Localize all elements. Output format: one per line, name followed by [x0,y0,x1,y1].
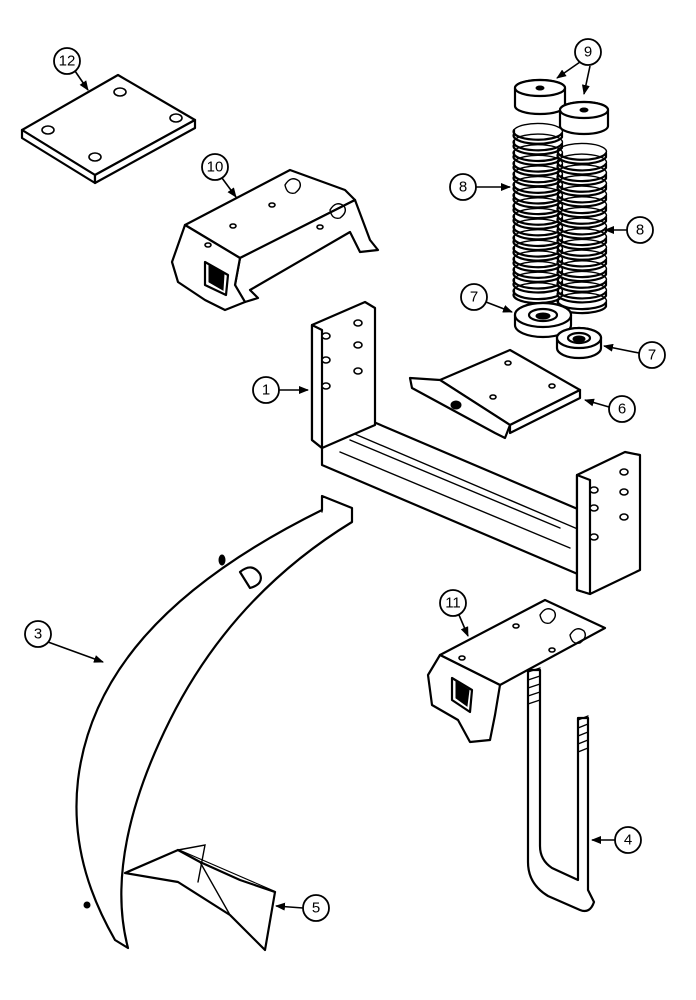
callout-label: 9 [584,44,592,61]
callout-label: 8 [459,179,467,196]
callout-7-lower: 7 [603,341,666,369]
curved-shank-part-3 [75,494,354,950]
callout-label: 3 [34,626,42,643]
spring-seat-part-6 [408,348,582,440]
callout-label: 7 [470,289,478,306]
sweep-part-5 [123,844,277,952]
bracket-part-10 [170,168,380,312]
bracket-part-11 [426,598,607,744]
spring-cap-part-9-left [513,78,567,116]
callout-11: 11 [439,589,469,637]
main-frame-part-1 [310,300,642,596]
bushing-part-7-lower [555,326,603,360]
u-bolt-part-4 [526,667,596,913]
callout-label: 5 [312,900,320,917]
plate-part-12 [20,73,197,185]
callout-label: 11 [445,595,461,612]
callout-12: 12 [53,47,89,91]
bushing-part-7-upper [513,301,573,339]
callout-label: 8 [636,222,644,239]
callout-label: 7 [648,347,656,364]
callout-label: 6 [618,401,626,418]
callout-10: 10 [201,153,237,198]
callout-7-upper: 7 [460,283,513,313]
callout-4: 4 [591,826,642,854]
callout-label: 12 [59,53,76,70]
callout-5: 5 [275,894,330,922]
callout-9: 9 [556,38,602,95]
callout-label: 1 [262,382,270,399]
callout-1: 1 [252,376,309,404]
callout-label: 10 [207,159,224,176]
callout-8-left: 8 [449,173,511,201]
coil-spring-part-8-right [556,142,608,315]
spring-cap-part-9-right [558,100,610,136]
callout-3: 3 [24,620,104,663]
coil-spring-part-8-left [512,122,564,305]
callout-label: 4 [624,832,632,849]
callout-8-right: 8 [604,216,654,244]
callout-6: 6 [584,395,636,423]
